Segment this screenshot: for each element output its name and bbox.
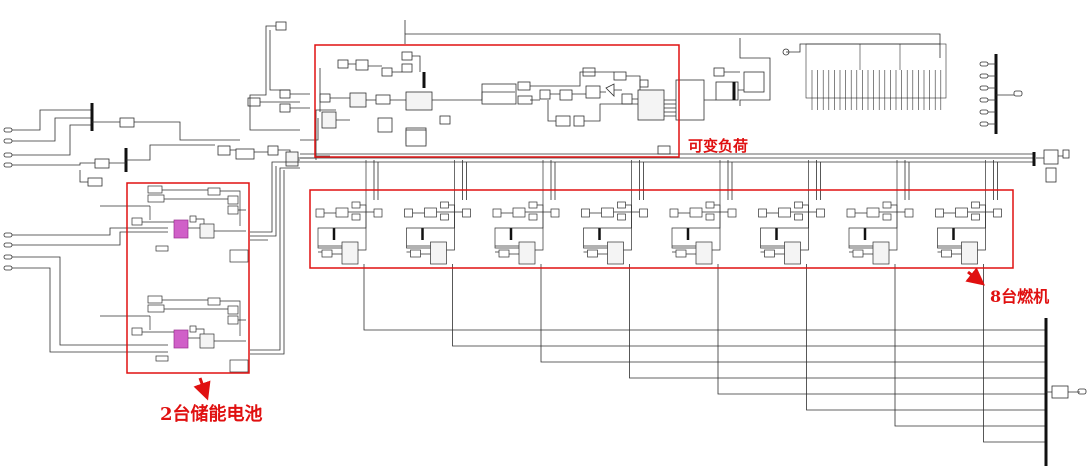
generator-unit	[582, 160, 648, 264]
generators-label: 8台燃机	[990, 283, 1049, 307]
generator-unit	[759, 160, 825, 264]
generator-unit	[847, 160, 913, 264]
main-bus	[300, 150, 1069, 182]
generator-unit	[493, 160, 559, 264]
right-bus-selector	[980, 54, 1022, 134]
top-wiring	[218, 20, 940, 166]
bottom-output-bus	[1046, 318, 1086, 466]
annotation-arrows	[200, 272, 978, 392]
battery-unit	[100, 186, 248, 262]
variable-load-subsystem	[316, 52, 676, 156]
batteries-label: 2台储能电池	[160, 400, 263, 426]
generator-unit	[670, 160, 736, 264]
generators-arrow	[968, 272, 978, 280]
batteries-arrow	[200, 378, 205, 392]
load-measurement-blocks	[676, 38, 940, 120]
generators-highlight	[310, 190, 1013, 268]
generator-unit	[936, 160, 1002, 264]
output-bus-block	[806, 44, 946, 110]
generator-feed-wiring	[364, 160, 1046, 442]
battery-bus-wiring	[250, 162, 300, 354]
variable-load-highlight	[315, 45, 679, 157]
generator-unit	[316, 160, 382, 264]
variable-load-label: 可变负荷	[688, 135, 748, 156]
battery-unit	[100, 296, 248, 372]
generator-unit	[405, 160, 471, 264]
highlight-boxes	[127, 45, 1013, 373]
